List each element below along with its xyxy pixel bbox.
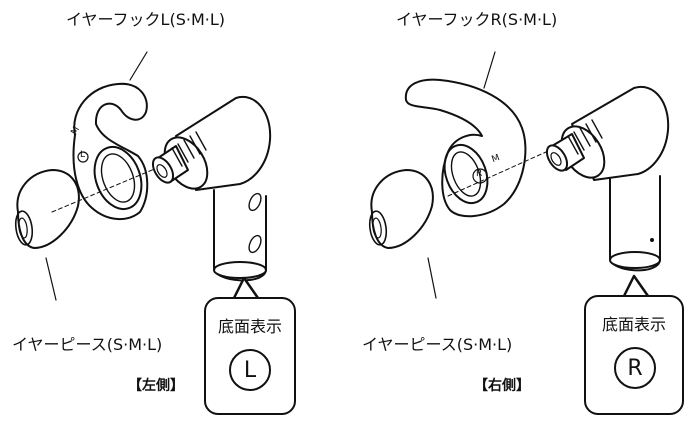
right-marking-circle: R <box>614 347 656 389</box>
right-ear-hook-label: イヤーフックR(S·M·L) <box>396 10 558 29</box>
left-ear-hook <box>72 82 149 220</box>
left-ear-tip <box>14 169 80 249</box>
right-hook-leader <box>483 51 496 89</box>
left-hook-side-mark: L <box>80 150 86 160</box>
left-callout-title: 底面表示 <box>217 317 282 336</box>
left-side-label: 【左側】 <box>128 378 184 394</box>
left-hook-leader <box>129 51 148 81</box>
right-hook-side-mark: R <box>476 169 483 179</box>
right-callout-pointer <box>622 274 650 298</box>
left-ear-tip-label: イヤーピース(S·M·L) <box>12 335 163 354</box>
right-ear-hook <box>404 78 527 218</box>
left-bottom-marking-callout: 底面表示 L <box>204 297 296 415</box>
right-ear-tip-label: イヤーピース(S·M·L) <box>362 335 513 354</box>
left-marking-circle: L <box>229 349 271 391</box>
left-tip-leader <box>45 257 57 301</box>
left-marking-letter: L <box>243 357 257 383</box>
right-assembly-axis <box>447 151 547 197</box>
right-callout-title: 底面表示 <box>601 315 666 334</box>
right-marking-letter: R <box>627 355 643 381</box>
left-ear-hook-label: イヤーフックL(S·M·L) <box>66 10 226 29</box>
right-side-label: 【右側】 <box>474 378 530 394</box>
left-earphone-body <box>151 95 272 282</box>
right-tip-leader <box>427 257 437 299</box>
right-bottom-marking-callout: 底面表示 R <box>584 295 684 415</box>
left-callout-pointer <box>232 276 260 300</box>
right-earphone-body <box>545 85 670 272</box>
right-ear-tip <box>368 169 434 249</box>
